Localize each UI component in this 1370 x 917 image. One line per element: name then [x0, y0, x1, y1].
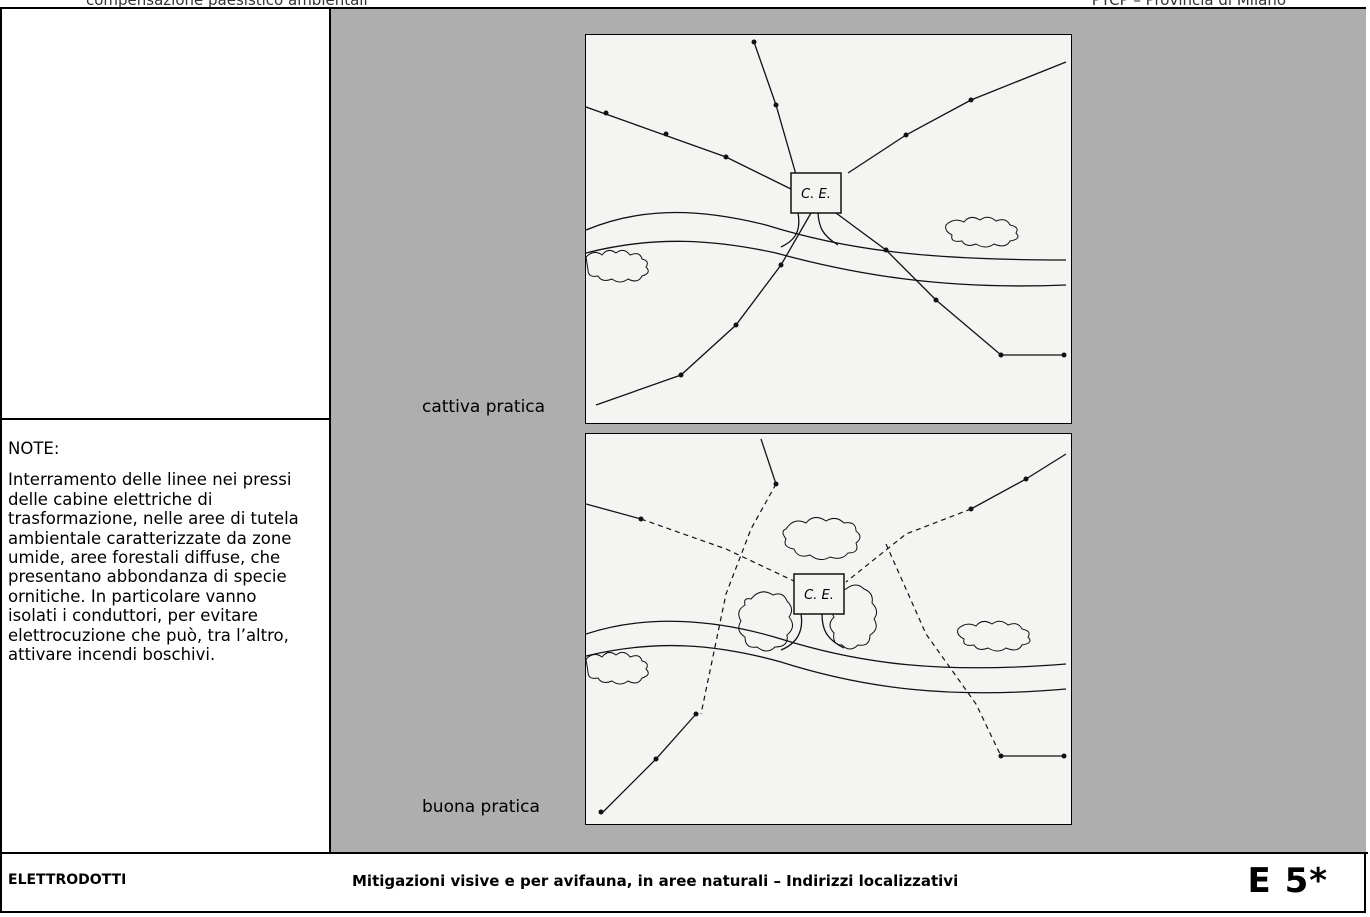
good-practice-sketch: C. E.: [586, 438, 1067, 815]
notes-body: Interramento delle linee nei pressi dell…: [8, 470, 299, 665]
footer-divider: [2, 852, 1368, 854]
bad-practice-sketch: C. E.: [586, 39, 1067, 406]
header-left-text: compensazione paesistico ambientali: [86, 0, 368, 9]
left-column: NOTE: Interramento delle linee nei press…: [2, 9, 331, 852]
notes-block: NOTE: Interramento delle linee nei press…: [8, 439, 308, 664]
sheet-frame: NOTE: Interramento delle linee nei press…: [0, 7, 1368, 913]
footer-title: Mitigazioni visive e per avifauna, in ar…: [352, 872, 959, 890]
left-empty-box: [2, 9, 329, 420]
caption-good-practice: buona pratica: [422, 797, 540, 817]
footer-category: ELETTRODOTTI: [8, 872, 127, 888]
ce-label-bad: C. E.: [801, 187, 831, 202]
notes-heading: NOTE:: [8, 439, 60, 458]
drawing-bad-practice: C. E.: [585, 34, 1072, 424]
footer-code: E 5*: [1247, 861, 1328, 901]
illustration-panel: cattiva pratica: [331, 9, 1366, 852]
caption-bad-practice: cattiva pratica: [422, 397, 546, 417]
drawing-good-practice: C. E.: [585, 433, 1072, 825]
ce-label-good: C. E.: [804, 588, 834, 603]
header-right-text: PTCP – Provincia di Milano: [1091, 0, 1286, 9]
